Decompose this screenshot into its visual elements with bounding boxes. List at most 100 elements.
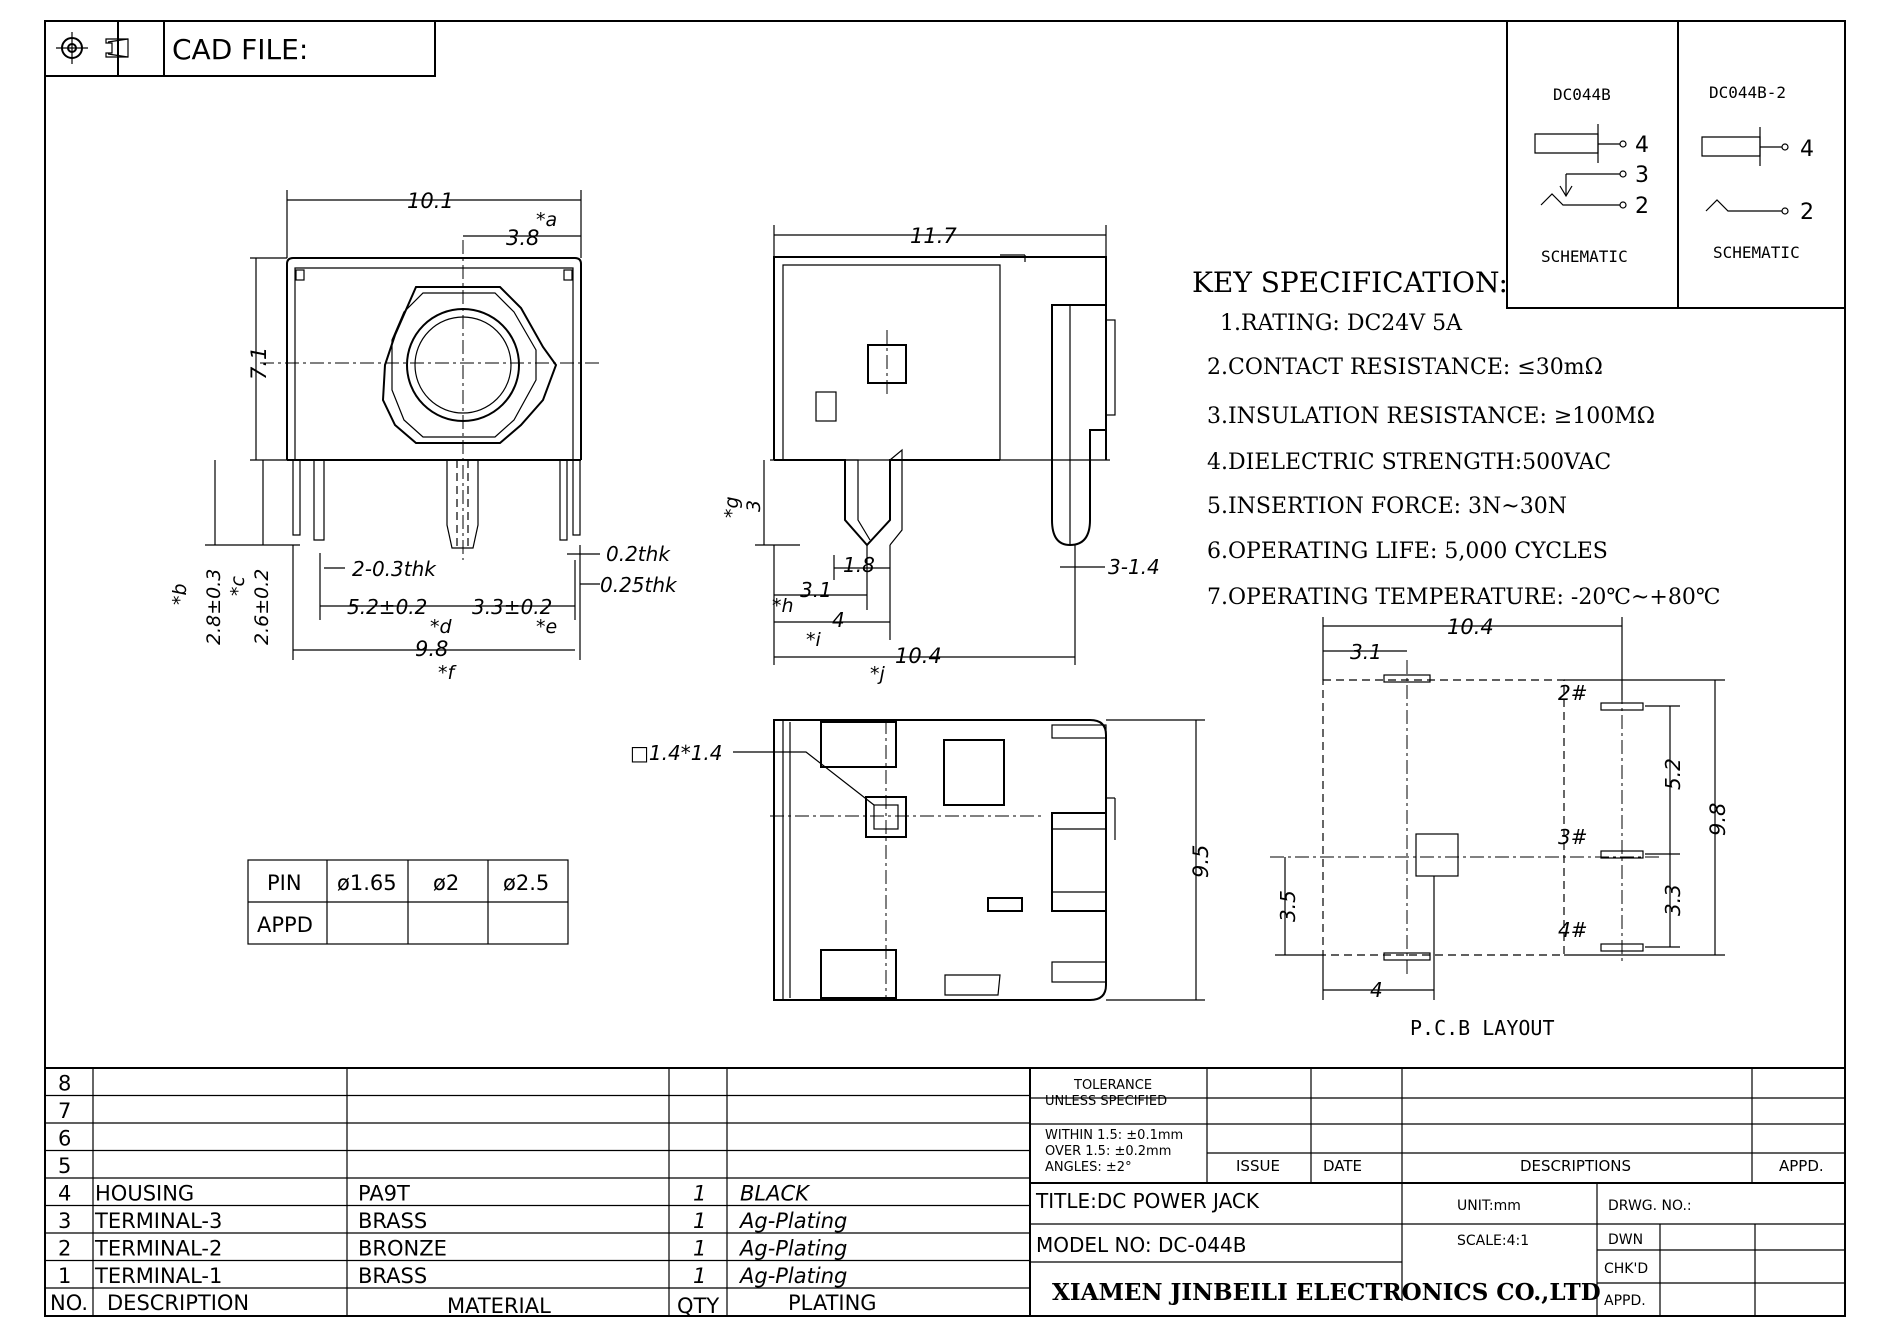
bom-cell-description: HOUSING [95,1182,194,1206]
side-dim-h-value: 3.1 [800,578,832,602]
side-dim-i-ref: *i [806,629,822,651]
unit-label: UNIT:mm [1457,1198,1521,1214]
front-dim-height: 7.1 [247,347,271,380]
pcb-dim-center: 3.5 [1276,890,1300,922]
first-angle-projection-icon [56,32,129,64]
spec-item-6: 6.OPERATING LIFE: 5,000 CYCLES [1207,539,1608,564]
bottom-dim-length: 9.5 [1189,845,1213,878]
bom-cell-qty: 1 [693,1264,706,1288]
front-dim-offset: 3.8 [506,226,539,250]
front-dim-e-value: 3.3±0.2 [472,595,552,619]
bom-header-description: DESCRIPTION [107,1291,249,1315]
side-dim-j-value: 10.4 [895,644,942,668]
front-dim-thk-1: 0.2thk [606,542,671,566]
bom-cell-qty: 1 [693,1237,706,1261]
side-dim-i-value: 4 [832,608,845,632]
front-dim-pin-thk: 2-0.3thk [352,557,437,581]
schematic-1-pin-3: 3 [1635,163,1649,188]
bom-cell-no: 2 [58,1237,71,1261]
pin-table-header-1: ø1.65 [337,871,397,895]
scale-label: SCALE:4:1 [1457,1233,1529,1249]
pin-table-header-3: ø2.5 [503,871,549,895]
cad-header: CAD FILE: [44,20,436,77]
front-dim-f-ref: *f [438,662,458,684]
schematic-symbol-1: 4 3 2 [1534,124,1649,219]
pin-table-header-2: ø2 [433,871,459,895]
schematic-1-pin-4: 4 [1635,133,1649,158]
key-spec-title: KEY SPECIFICATION: [1192,266,1508,299]
spec-item-2: 2.CONTACT RESISTANCE: ≤30mΩ [1207,355,1603,380]
front-dim-total: 9.8 [415,637,448,661]
tolerance-title: TOLERANCE [1073,1078,1152,1093]
spec-item-1: 1.RATING: DC24V 5A [1220,311,1463,336]
bom-header-no: NO. [50,1291,88,1315]
bom-cell-material: BRASS [358,1264,427,1288]
schematic-box: DC044B DC044B-2 4 3 2 4 2 [1506,20,1846,309]
pcb-pin-4: 4# [1558,918,1587,942]
schematic-1-pin-2: 2 [1635,194,1649,219]
bom-cell-description: TERMINAL-1 [94,1264,222,1288]
front-dim-c-value: 2.6±0.2 [251,569,273,645]
drawing-number-label: DRWG. NO.: [1608,1198,1692,1214]
dwn-label: DWN [1608,1232,1643,1248]
schematic-model-2: DC044B-2 [1709,83,1786,102]
key-specification: KEY SPECIFICATION: 1.RATING: DC24V 5A 2.… [1192,266,1720,610]
bom-header-qty: QTY [677,1294,719,1318]
bom-cell-no: 1 [58,1264,71,1288]
spec-item-3: 3.INSULATION RESISTANCE: ≥100MΩ [1207,404,1655,429]
front-dim-d-ref: *d [430,616,453,638]
bom-cell-plating: Ag-Plating [738,1264,847,1288]
appd-header: APPD. [1779,1157,1824,1175]
spec-item-7: 7.OPERATING TEMPERATURE: -20℃~+80℃ [1207,585,1720,610]
tolerance-subtitle: UNLESS SPECIFIED [1045,1094,1167,1109]
schematic-2-pin-2: 2 [1800,200,1814,225]
bom-cell-no: 8 [58,1072,71,1096]
drawing-title: TITLE:DC POWER JACK [1035,1189,1260,1213]
company-name: XIAMEN JINBEILI ELECTRONICS CO.,LTD [1052,1279,1601,1306]
pcb-pin-3: 3# [1558,825,1587,849]
bottom-dim-square: □1.4*1.4 [630,741,723,765]
bom-header-plating: PLATING [788,1291,877,1315]
pin-table: PIN ø1.65 ø2 ø2.5 APPD [247,859,569,945]
bom-cell-qty: 1 [693,1182,706,1206]
front-dim-b-ref: *b [169,583,191,605]
side-dim-g-value: 3 [743,500,765,512]
issue-header: ISSUE [1236,1157,1280,1175]
bom-cell-no: 3 [58,1209,71,1233]
front-dim-d-value: 5.2±0.2 [347,595,427,619]
front-dim-e-ref: *e [536,616,557,638]
schematic-model-1: DC044B [1553,85,1611,104]
schematic-symbol-2: 4 2 [1701,127,1814,225]
spec-item-5: 5.INSERTION FORCE: 3N~30N [1207,494,1567,519]
schematic-label-2: SCHEMATIC [1713,243,1800,262]
front-dim-a-ref: *a [536,209,557,231]
model-number: MODEL NO: DC-044B [1036,1233,1246,1257]
bom-cell-qty: 1 [693,1209,706,1233]
tolerance-within: WITHIN 1.5: ±0.1mm [1045,1128,1183,1143]
bom-cell-no: 4 [58,1182,71,1206]
pcb-dim-offset: 3.1 [1350,640,1382,664]
side-dim-j-ref: *j [870,663,886,685]
tolerance-over: OVER 1.5: ±0.2mm [1045,1144,1171,1159]
pin-table-header-pin: PIN [267,871,302,895]
bom-cell-no: 5 [58,1154,71,1178]
bom-cell-description: TERMINAL-2 [94,1237,222,1261]
pcb-layout: 10.4 3.1 2# 3# 4# 5.2 9.8 3.3 3.5 4 P.C.… [1270,615,1730,1040]
pcb-dim-pitch-1: 5.2 [1661,758,1685,790]
tolerance-angles: ANGLES: ±2° [1045,1160,1132,1175]
appd-label: APPD. [1604,1293,1646,1309]
side-dim-length: 11.7 [910,224,957,248]
schematic-label-1: SCHEMATIC [1541,247,1628,266]
drawing-border [44,20,1846,1317]
chkd-label: CHK'D [1604,1261,1648,1277]
bom-cell-no: 6 [58,1127,71,1151]
bom-cell-no: 7 [58,1099,71,1123]
front-dim-b-value: 2.8±0.3 [203,569,225,645]
pin-table-appd: APPD [257,913,313,937]
front-dim-thk-2: 0.25thk [600,573,678,597]
bom-header-material: MATERIAL [447,1294,551,1318]
bom-cell-description: TERMINAL-3 [94,1209,222,1233]
title-block: TOLERANCE UNLESS SPECIFIED WITHIN 1.5: ±… [1030,1068,1845,1316]
